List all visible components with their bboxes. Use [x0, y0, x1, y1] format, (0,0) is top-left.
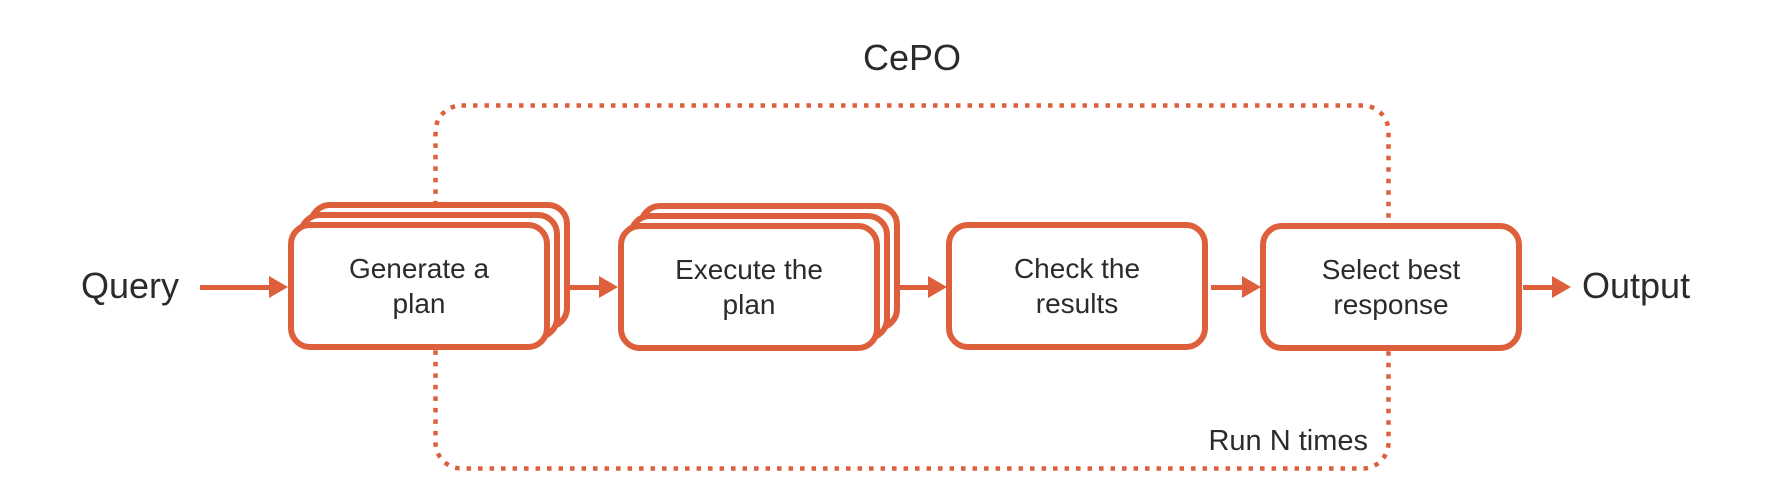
step-select-best-response: Select best response: [1260, 223, 1522, 351]
arrow-head-icon: [269, 276, 288, 298]
arrow-head-icon: [928, 276, 947, 298]
arrow-select-to-output: [1523, 276, 1571, 298]
arrow-line: [564, 284, 603, 290]
arrow-execute-to-check: [898, 276, 947, 298]
arrow-line: [898, 284, 932, 290]
step-generate-plan: Generate a plan: [288, 222, 550, 350]
arrow-query-to-generate: [200, 276, 288, 298]
arrow-line: [200, 284, 273, 290]
arrow-check-to-select: [1211, 276, 1261, 298]
step-check-results: Check the results: [946, 222, 1208, 350]
step-label: Generate a plan: [348, 253, 490, 319]
arrow-line: [1211, 284, 1246, 290]
step-execute-plan: Execute the plan: [618, 223, 880, 351]
arrow-generate-to-execute: [564, 276, 618, 298]
step-label: Check the results: [1013, 253, 1141, 319]
loop-boundary-dotted-box: [433, 103, 1391, 471]
step-label: Select best response: [1321, 254, 1461, 320]
arrow-head-icon: [1552, 276, 1571, 298]
step-label: Execute the plan: [675, 254, 823, 320]
loop-boundary-rect: [433, 103, 1391, 471]
input-label: Query: [80, 265, 180, 306]
output-label: Output: [1582, 265, 1691, 306]
diagram-title: CePO: [862, 37, 962, 78]
arrow-head-icon: [599, 276, 618, 298]
arrow-line: [1523, 284, 1556, 290]
loop-annotation: Run N times: [1208, 425, 1368, 457]
arrow-head-icon: [1242, 276, 1261, 298]
